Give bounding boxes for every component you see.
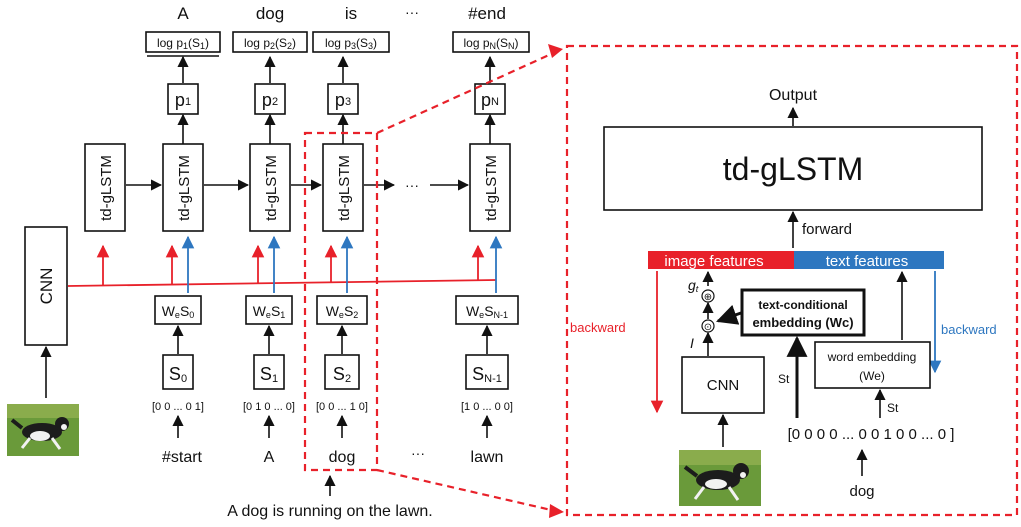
svg-text:td-gLSTM: td-gLSTM (98, 155, 115, 221)
svg-text:p2: p2 (262, 90, 278, 110)
backward-right-label: backward (941, 322, 997, 337)
one-hot-1: [0 1 0 ... 0] (243, 401, 295, 413)
log-prob-box-3: log p3(S3) (312, 31, 390, 53)
cnn-block: CNN (24, 226, 68, 346)
text-conditional-embedding-box: text-conditional embedding (Wc) (740, 288, 866, 337)
embed-node-n: WeSN-1 (455, 295, 519, 325)
gate-label: gt (688, 277, 699, 294)
prob-node-3: p3 (327, 83, 359, 115)
text-features-label: text features (826, 253, 909, 270)
svg-text:td-gLSTM: td-gLSTM (483, 155, 500, 221)
one-hot-0: [0 0 ... 0 1] (152, 401, 204, 413)
dog-photo-right (679, 450, 761, 506)
embed-node-1: WeS1 (245, 295, 293, 325)
svg-text:S2: S2 (333, 364, 351, 385)
embed-node-0: WeS0 (154, 295, 202, 325)
lstm-block-0: td-gLSTM (84, 143, 126, 232)
output-word-ellipsis: ··· (405, 4, 419, 20)
svg-text:SN-1: SN-1 (472, 364, 502, 385)
svg-text:(We): (We) (859, 369, 885, 383)
svg-text:WeSN-1: WeSN-1 (466, 303, 508, 320)
output-word-1: A (177, 4, 189, 23)
svg-text:p3: p3 (335, 90, 351, 110)
plus-gate-icon: ⊕ (704, 292, 712, 303)
input-word-a: A (264, 449, 275, 466)
image-i-label: I (690, 335, 694, 351)
svg-text:embedding (Wc): embedding (Wc) (752, 315, 853, 330)
word-embedding-box: word embedding (We) (814, 341, 931, 389)
feature-bar: image features text features (648, 251, 944, 270)
log-prob-box-2: log p2(S2) (232, 31, 308, 53)
st-right-label: St (887, 401, 899, 415)
prob-node-1: p1 (167, 83, 199, 115)
recurrence-ellipsis: ··· (405, 177, 419, 193)
svg-text:p1: p1 (175, 90, 191, 110)
svg-text:S1: S1 (260, 364, 278, 385)
lstm-block-2: td-gLSTM (249, 143, 291, 232)
detail-one-hot: [0 0 0 0 ... 0 0 1 0 0 ... 0 ] (788, 426, 955, 443)
lstm-block-1: td-gLSTM (162, 143, 204, 232)
svg-text:td-gLSTM: td-gLSTM (263, 155, 280, 221)
st-left-label: St (778, 372, 790, 386)
input-word-start: #start (162, 449, 203, 466)
forward-label: forward (802, 221, 852, 238)
svg-text:log p3(S3): log p3(S3) (325, 36, 377, 51)
token-node-n: SN-1 (465, 354, 509, 390)
svg-text:word embedding: word embedding (827, 350, 917, 364)
output-word-2: dog (256, 4, 284, 23)
svg-text:CNN: CNN (37, 268, 56, 305)
svg-text:log p2(S2): log p2(S2) (244, 36, 296, 51)
log-prob-box-n: log pN(SN) (452, 31, 530, 53)
output-word-3: is (345, 4, 357, 23)
dog-photo-left (7, 404, 79, 456)
svg-text:WeS2: WeS2 (326, 303, 359, 320)
token-node-0: S0 (162, 354, 194, 390)
lstm-block-3: td-gLSTM (322, 143, 364, 232)
prob-node-2: p2 (254, 83, 286, 115)
detail-panel (565, 44, 1019, 517)
svg-text:td-gLSTM: td-gLSTM (176, 155, 193, 221)
svg-text:td-gLSTM: td-gLSTM (336, 155, 353, 221)
svg-text:WeS0: WeS0 (162, 303, 195, 320)
multiply-gate-icon: ⊙ (704, 322, 712, 333)
lstm-block-n: td-gLSTM (469, 143, 511, 232)
image-features-label: image features (664, 253, 763, 270)
one-hot-2: [0 0 ... 1 0] (316, 401, 368, 413)
input-word-ellipsis: ··· (411, 445, 425, 461)
output-word-end: #end (468, 4, 506, 23)
backward-left-label: backward (570, 320, 626, 335)
token-node-2: S2 (324, 354, 360, 390)
detail-lstm-block: td-gLSTM (603, 126, 983, 211)
input-word-lawn: lawn (471, 449, 504, 466)
caption: A dog is running on the lawn. (227, 503, 432, 520)
svg-text:td-gLSTM: td-gLSTM (723, 151, 863, 187)
prob-node-n: pN (474, 83, 506, 115)
svg-text:pN: pN (481, 90, 499, 110)
svg-text:S0: S0 (169, 364, 187, 385)
detail-output-label: Output (769, 87, 818, 104)
svg-text:WeS1: WeS1 (253, 303, 286, 320)
highlight-box (303, 131, 379, 472)
detail-input-word: dog (849, 483, 874, 500)
input-word-dog: dog (329, 449, 356, 466)
detail-cnn-block: CNN (681, 356, 765, 414)
log-prob-box-1: log p1(S1) (145, 31, 221, 53)
svg-text:text-conditional: text-conditional (758, 298, 847, 312)
svg-text:log pN(SN): log pN(SN) (463, 36, 518, 51)
svg-text:log p1(S1): log p1(S1) (157, 36, 209, 51)
embed-node-2: WeS2 (316, 295, 368, 325)
token-node-1: S1 (253, 354, 285, 390)
svg-text:CNN: CNN (707, 377, 740, 394)
one-hot-n: [1 0 ... 0 0] (461, 401, 513, 413)
